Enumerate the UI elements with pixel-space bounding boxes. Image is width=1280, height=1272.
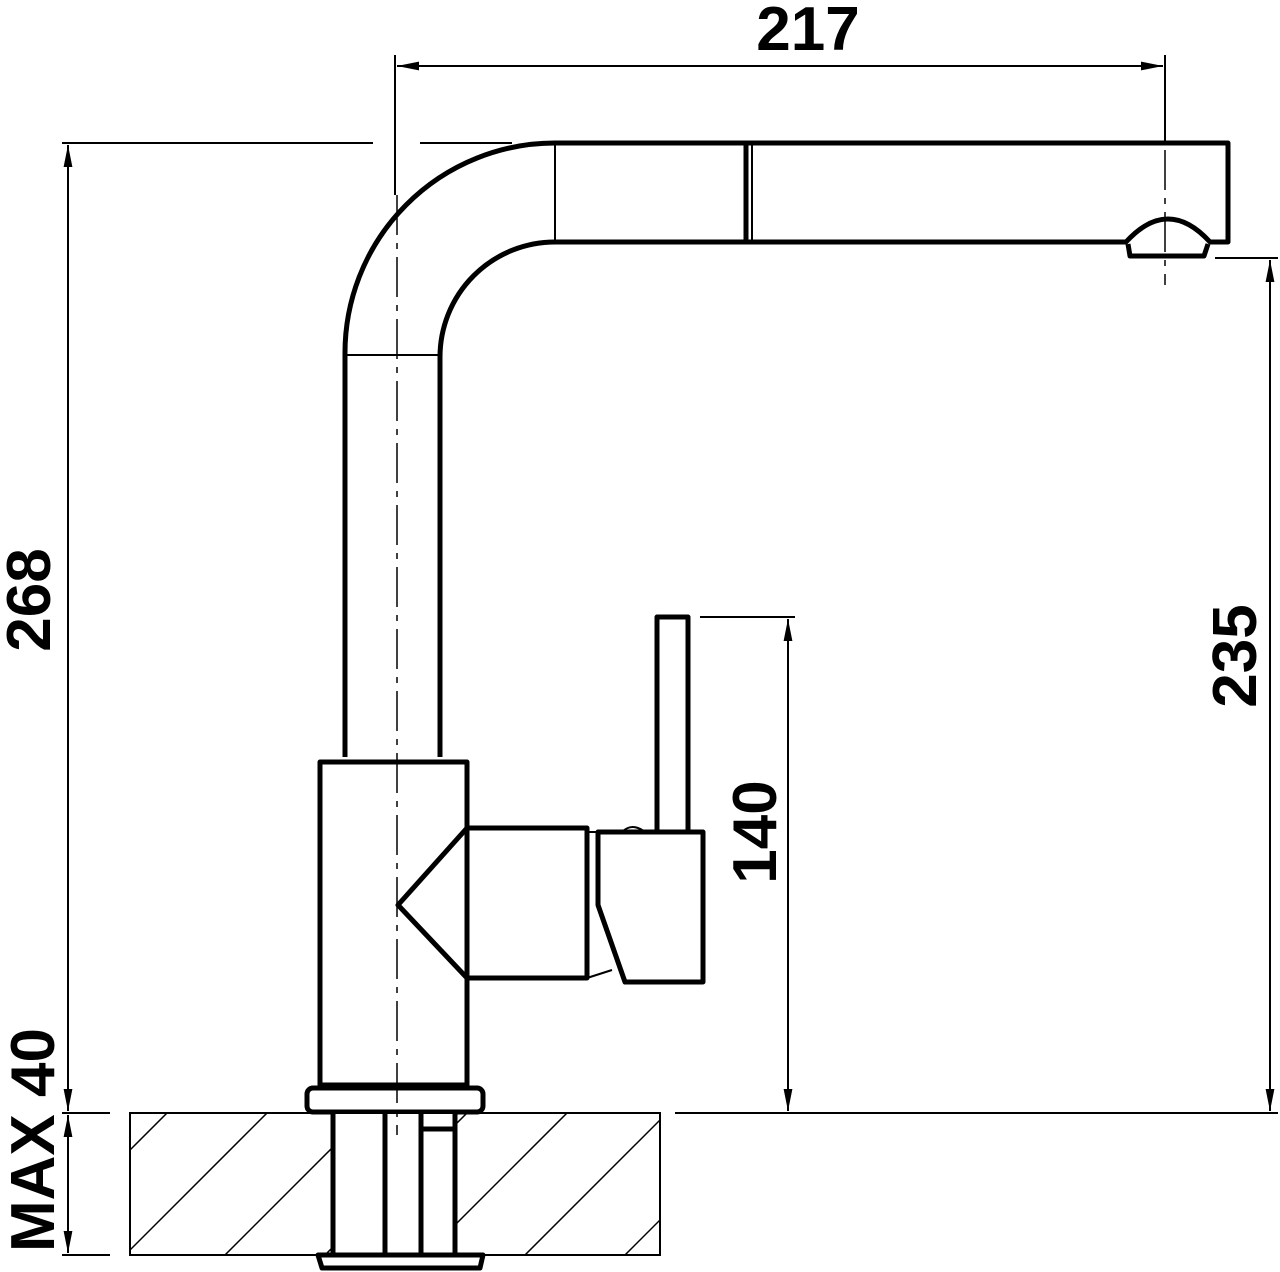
mounting-nut	[315, 1252, 486, 1271]
total-height-label: 268	[0, 548, 64, 651]
lever-height-label: 140	[721, 780, 790, 883]
dimension-lines	[62, 55, 1278, 1256]
lever-base	[595, 829, 706, 985]
aerator	[1125, 243, 1211, 259]
lever-handle	[654, 614, 691, 835]
max-thickness-label: MAX 40	[0, 1028, 68, 1252]
spout-reach-label: 217	[756, 0, 859, 64]
spout-height-label: 235	[1201, 604, 1270, 707]
faucet-body	[304, 614, 706, 1115]
spout	[342, 140, 1231, 757]
base-nut	[304, 1085, 486, 1115]
countertop	[129, 1112, 661, 1271]
